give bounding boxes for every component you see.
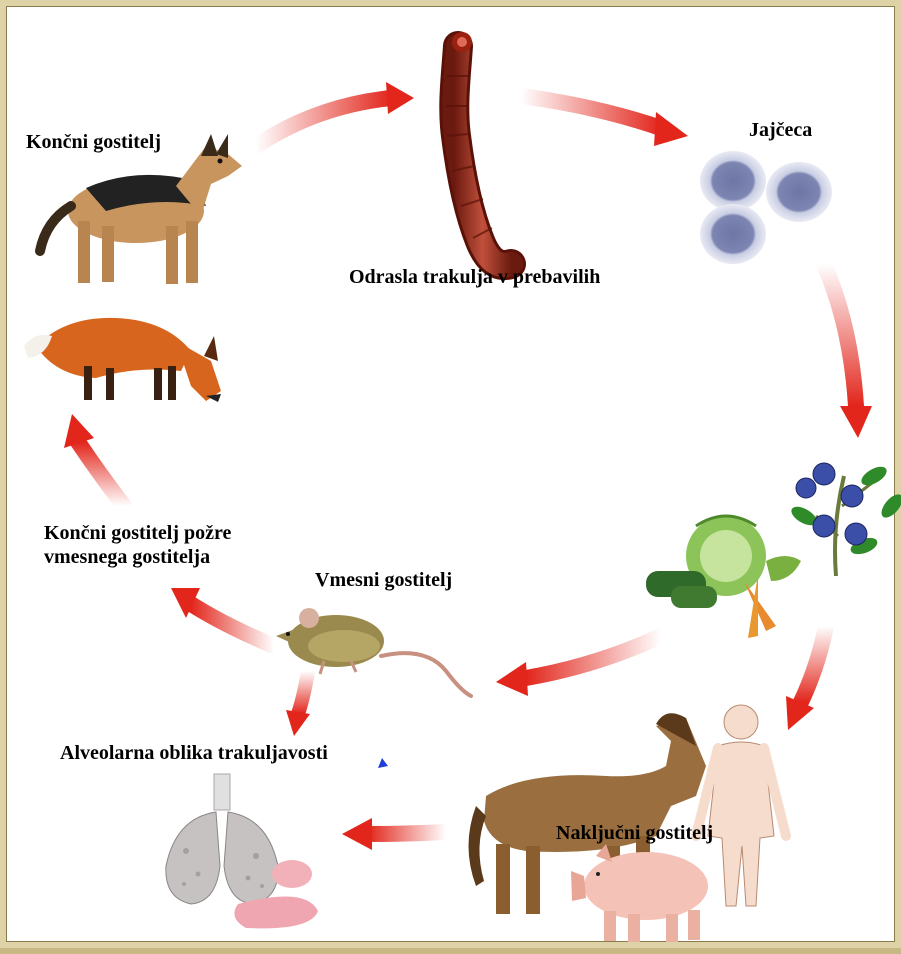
vegetables-icon: [646, 516, 801, 638]
arrow-food-to-accidental: [786, 626, 826, 730]
label-definitive-host: Končni gostitelj: [26, 130, 161, 154]
pig-icon: [571, 844, 708, 942]
label-definitive-eats-line1: Končni gostitelj požre: [44, 521, 304, 545]
arrow-worm-to-eggs: [521, 96, 688, 146]
arrow-dog-to-worm: [256, 82, 414, 146]
arrow-food-to-mouse: [496, 636, 661, 696]
arrow-mouse-to-definitive: [171, 588, 274, 646]
human-icon: [696, 705, 786, 906]
arrow-eggs-to-food: [824, 264, 872, 438]
label-definitive-eats-intermediate: Končni gostitelj požre vmesnega gostitel…: [44, 521, 304, 569]
berries-icon: [788, 463, 901, 576]
label-intermediate-host: Vmesni gostitelj: [315, 568, 452, 592]
label-eggs: Jajčeca: [749, 118, 812, 142]
label-alveolar-form: Alveolarna oblika trakuljavosti: [60, 741, 328, 765]
dog-icon: [40, 134, 242, 284]
label-adult-tapeworm: Odrasla trakulja v prebavilih: [349, 265, 600, 289]
tapeworm-icon: [446, 32, 511, 265]
label-accidental-host: Naključni gostitelj: [556, 821, 713, 845]
fox-icon: [24, 318, 221, 402]
label-definitive-eats-line2: vmesnega gostitelja: [44, 545, 304, 569]
arrow-definitive-to-fox: [64, 414, 124, 506]
eggs-icon: [700, 151, 832, 264]
arrow-accidental-to-organs: [342, 818, 446, 850]
arrow-mouse-to-alveolar: [286, 671, 310, 736]
cursor-icon: [378, 758, 388, 768]
lungs-liver-icon: [166, 774, 318, 928]
